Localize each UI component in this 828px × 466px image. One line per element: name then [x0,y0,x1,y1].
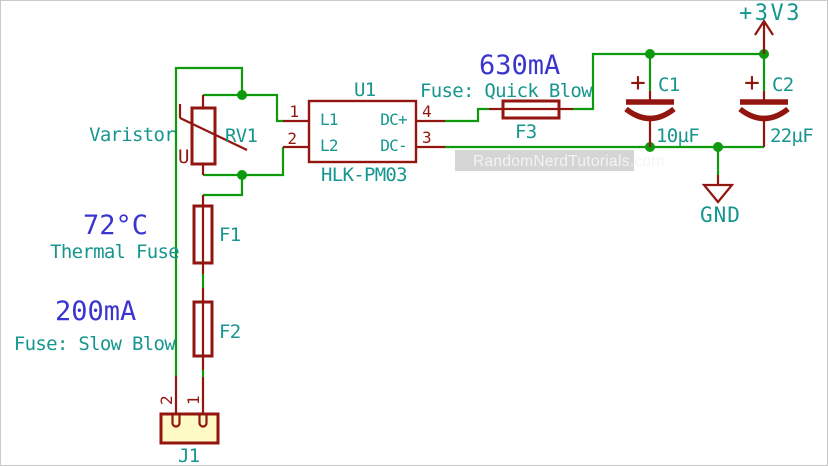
watermark-text: RandomNerdTutorials.com [473,153,665,170]
f3-label: Fuse: Quick Blow [420,80,593,102]
u1-pin-number-3: 3 [422,128,432,147]
wire-f3-to-rail [573,52,764,111]
watermark-background [455,150,634,171]
u1-pin-name-l1: L1 [320,110,338,129]
wire-left-loop [174,66,244,376]
u1-pin-number-2: 2 [287,129,297,148]
rv1-ref: RV1 [225,125,257,147]
wire-junction-to-f1 [203,175,244,197]
f1-label: Thermal Fuse [50,241,179,263]
junction-dot [237,90,247,100]
j1-socket-pin1 [198,414,208,428]
wires [174,52,766,377]
gnd-triangle-icon [701,183,735,204]
power-3v3-arrow-icon [754,18,774,36]
watermark: RandomNerdTutorials.com [455,150,665,171]
connector-j1: 2 1 J1 [157,376,220,465]
converter-u1: 1 2 4 3 L1 L2 DC+ DC- U1 HLK-PM03 [283,79,445,186]
capacitor-c2: + C2 22µF [738,68,814,147]
varistor-label: Varistor [89,124,175,146]
c2-polarity-plus: + [744,68,760,98]
f2-label: Fuse: Slow Blow [14,333,176,355]
capacitor-c1: + C1 10µF [624,68,700,147]
fuse-f3: F3 630mA Fuse: Quick Blow [420,50,594,143]
junction-dots [237,49,769,180]
c1-ref: C1 [658,74,680,96]
varistor-rv1: U Varistor RV1 [89,95,258,175]
u1-body [307,99,418,164]
u1-pin-name-dcminus: DC- [380,136,407,155]
rv1-diagonal [179,117,248,151]
f3-value: 630mA [479,50,560,81]
junction-dot [237,170,247,180]
j1-body [159,412,220,445]
u1-part: HLK-PM03 [321,164,407,186]
f1-value: 72°C [83,210,148,241]
c2-value: 22µF [770,125,813,147]
j1-ref: J1 [178,445,200,465]
c1-plate-bottom [624,106,676,122]
u1-pin-name-l2: L2 [320,136,338,155]
u1-ref: U1 [354,79,376,101]
rv1-body [190,106,217,166]
f2-value: 200mA [55,296,136,327]
ground-symbol: GND [700,175,741,227]
fuse-f2: F2 200mA Fuse: Slow Blow [14,288,241,370]
gnd-label: GND [700,203,741,227]
rv1-symbol-u: U [178,146,189,168]
wire-rv1-bottom [203,147,285,177]
c2-ref: C2 [772,74,793,96]
u1-pin-number-4: 4 [422,102,432,121]
j1-pin-number-1: 1 [184,395,203,405]
u1-pin-name-dcplus: DC+ [380,110,407,129]
c2-plate-bottom [738,106,790,122]
junction-dot [713,142,723,152]
u1-pin-number-1: 1 [289,102,299,121]
junction-dot [645,49,655,59]
power-3v3-label: +3V3 [739,1,802,26]
c1-value: 10µF [656,125,699,147]
power-flag-3v3: +3V3 [739,1,802,54]
f2-ref: F2 [219,321,240,343]
c1-polarity-plus: + [630,68,646,98]
fuse-f1: F1 72°C Thermal Fuse [50,195,241,274]
wire-pin4-to-f3 [445,107,489,123]
f1-ref: F1 [219,224,241,246]
j1-pin-number-2: 2 [157,395,176,405]
f3-ref: F3 [515,121,537,143]
j1-socket-pin2 [171,414,181,428]
